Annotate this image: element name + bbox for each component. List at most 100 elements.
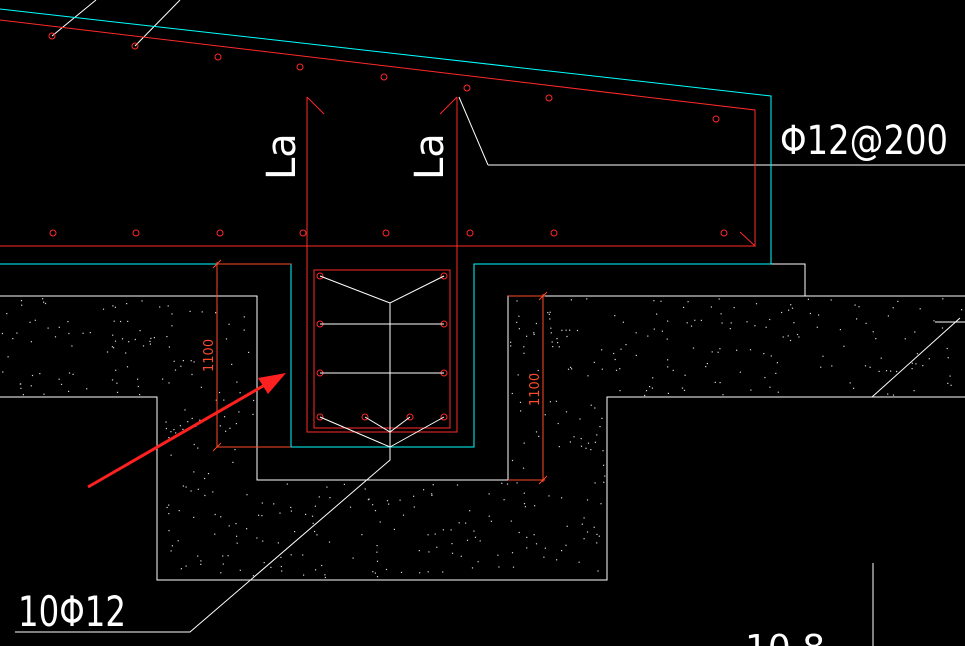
stipple-dot [171,325,173,327]
stipple-dot [523,346,525,348]
stipple-dot [517,374,519,376]
stipple-dot [286,483,288,485]
stipple-dot [869,366,871,368]
stipple-dot [466,539,469,541]
stipple-dot [576,329,579,332]
stipple-dot [619,390,621,392]
stipple-dot [434,533,436,535]
stipple-dot [522,467,525,469]
stipple-dot [175,432,177,434]
stipple-dot [590,404,592,406]
stipple-dot [720,313,722,315]
stipple-dot [311,515,314,517]
slab-step-right [771,263,806,296]
stipple-dot [177,540,179,542]
label-partial-bottom: 10 8 [745,628,825,646]
stipple-dot [376,551,378,553]
stipple-dot [372,571,374,573]
stipple-dot [234,449,236,451]
stipple-dot [520,410,522,412]
stipple-dot [789,339,792,342]
stipple-dot [843,345,845,347]
rebar-dot [361,413,369,421]
stipple-dot [201,311,203,313]
stipple-dot [749,349,752,351]
stipple-dot [328,541,331,543]
stipple-dot [215,399,217,401]
stipple-dot [858,306,860,308]
stipple-dot [460,555,462,557]
stipple-dot [915,363,917,365]
stipple-dot [581,523,583,525]
stipple-dot [343,483,345,485]
stipple-dot [246,528,248,530]
stipple-dot [856,318,858,320]
rebar-dot [316,272,324,280]
stipple-dot [586,531,589,533]
stipple-dot [776,362,778,364]
label-anchor-left: La [259,133,305,180]
stipple-dot [503,499,505,501]
stipple-dot [166,506,168,509]
stipple-dot [126,366,129,368]
stipple-dot [134,338,136,341]
stipple-dot [754,325,756,327]
slab-outline [0,8,772,448]
stipple-dot [614,358,616,361]
stipple-dot [635,354,637,356]
stipple-dot [162,378,164,380]
stipple-dot [324,574,326,576]
stipple-dot [413,495,415,497]
stipple-dot [587,375,589,377]
stipple-dot [652,377,654,379]
stipple-dot [569,441,571,443]
stipple-dot [68,332,70,335]
stipple-dot [189,310,191,312]
stipple-dot [782,336,784,338]
stipple-dot [558,446,560,448]
stipple-dot [816,326,818,328]
stipple-dot [471,567,474,569]
stipple-dot [222,563,224,565]
stipple-dot [661,330,663,332]
tick-top-left-2 [134,0,181,47]
dim-right-tick-top [538,291,548,301]
stipple-dot [235,423,237,425]
stipple-dot [887,393,889,395]
stipple-dot [596,434,598,436]
stipple-dot [228,525,230,527]
leader-beam-rebar [15,447,391,633]
stipple-dot [113,347,115,349]
rebar-dot [440,413,448,421]
stipple-dot [602,450,604,452]
stipple-dot [571,368,573,370]
stipple-dot [750,389,752,391]
stipple-dot [523,352,525,354]
rebar-dot [463,84,471,92]
stipple-dot [168,513,170,515]
dim-right-tick-bottom [538,475,548,485]
stipple-dot [450,529,452,531]
stipple-dot [193,361,195,363]
stipple-dot [167,305,169,307]
stipple-dot [561,329,563,331]
stipple-dot [171,545,173,547]
rebar-dot [316,413,324,421]
stipple-dot [290,510,292,512]
stipple-dot [39,373,41,375]
stipple-dot [733,307,735,309]
stipple-dot [535,543,538,545]
stipple-dot [190,490,192,492]
stipple-dot [549,401,551,403]
stipple-dot [594,441,596,443]
stipple-dot [645,390,648,392]
stipple-dot [376,545,378,547]
stipple-dot [526,536,528,538]
stipple-dot [261,515,263,517]
stipple-dot [580,438,582,440]
stipple-dot [312,522,314,524]
stipple-dot [168,382,170,384]
stipple-dot [180,365,182,367]
stipple-dot [236,535,238,537]
